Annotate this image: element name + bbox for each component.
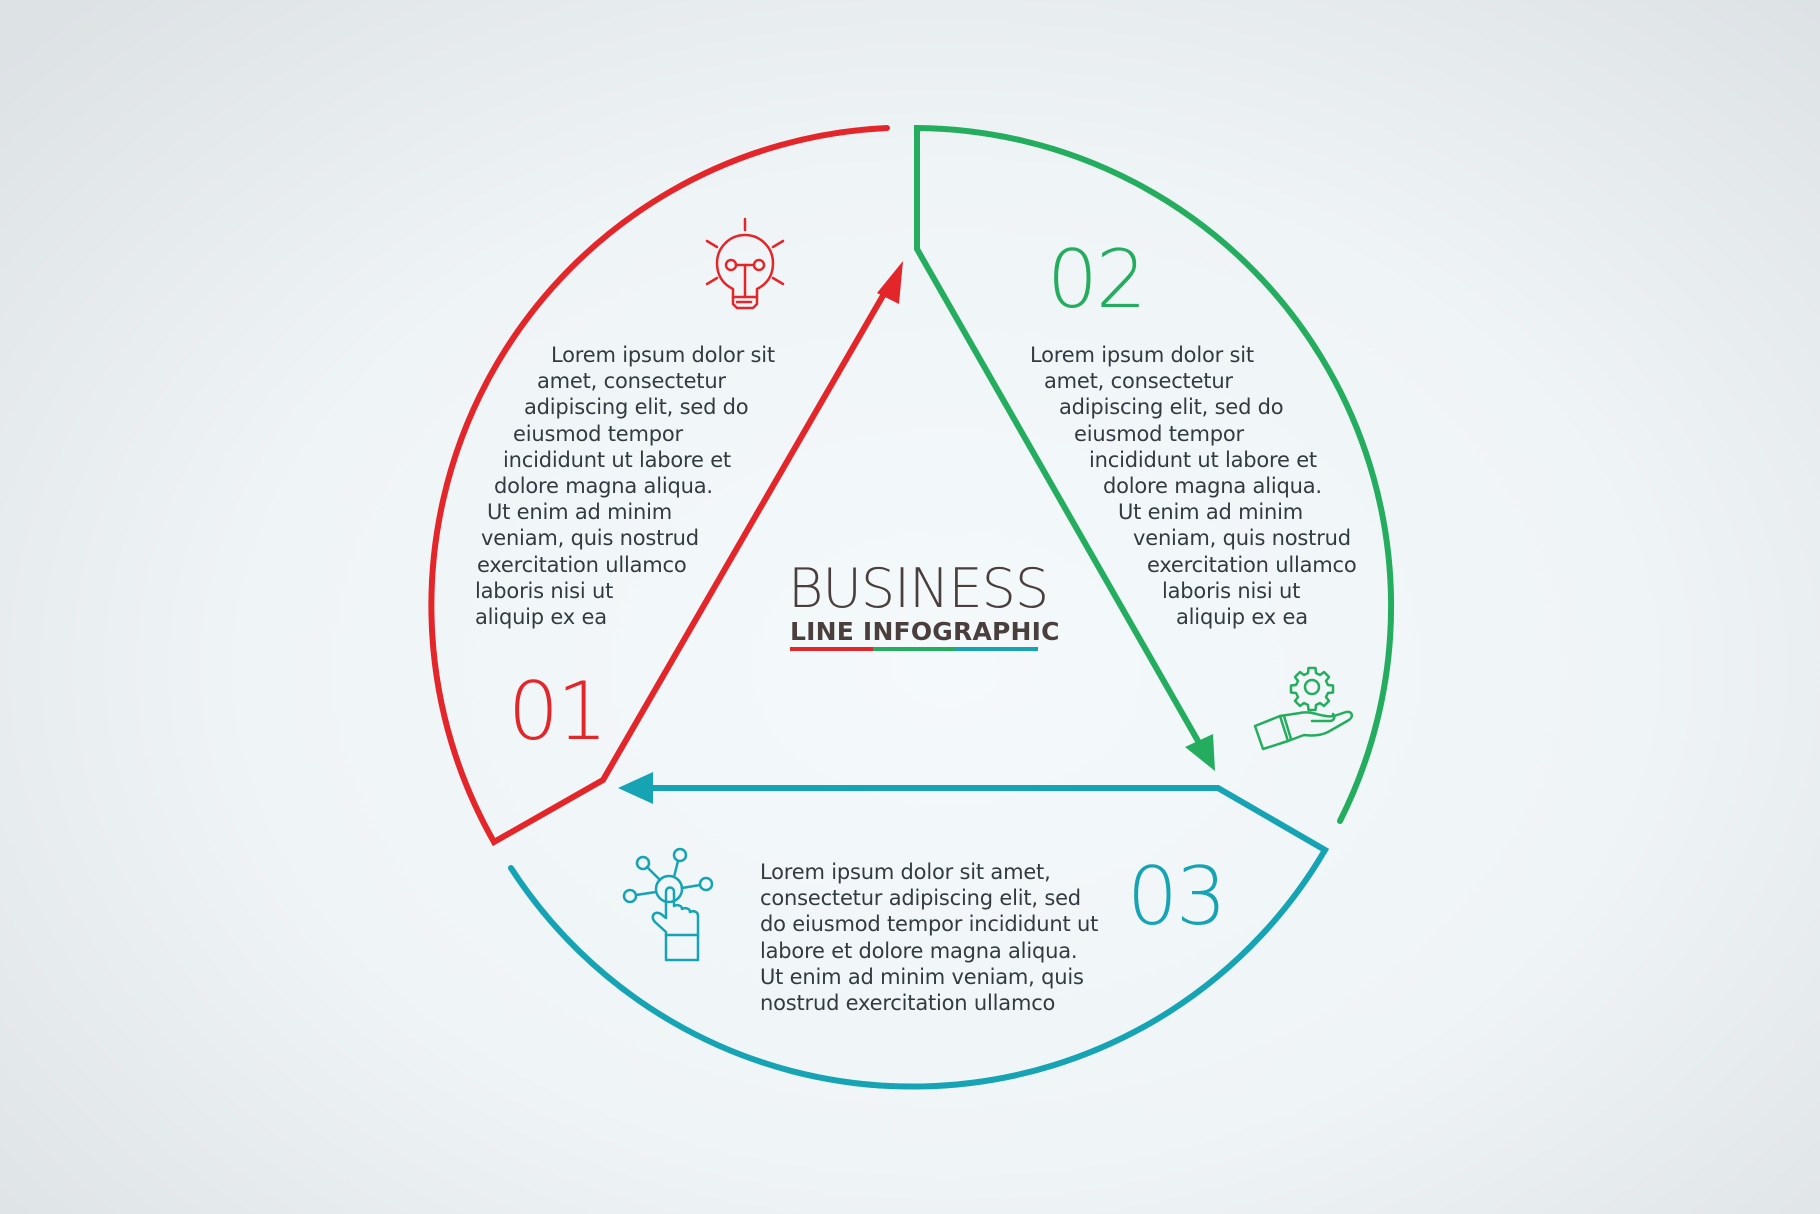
- text-line: Lorem ipsum dolor sit amet,: [760, 860, 1051, 884]
- underline-green: [873, 647, 955, 651]
- underline-teal: [955, 647, 1038, 651]
- step-02-text: Lorem ipsum dolor sit amet, consectetur …: [0, 342, 1357, 630]
- text-line: Lorem ipsum dolor sit: [551, 343, 775, 367]
- title-subtitle: LINE INFOGRAPHIC: [790, 617, 1060, 646]
- text-line: incididunt ut labore et: [1089, 447, 1317, 472]
- text-line: Ut enim ad minim: [1118, 500, 1304, 525]
- text-line: laboris nisi ut: [475, 578, 614, 603]
- text-line: adipiscing elit, sed do: [524, 395, 749, 420]
- text-line: nostrud exercitation ullamco: [760, 991, 1056, 1016]
- segment-01: [428, 125, 895, 847]
- text-line: Ut enim ad minim veniam, quis: [760, 964, 1084, 989]
- step-01-text: Lorem ipsum dolor sit amet, consectetur …: [0, 342, 775, 630]
- text-line: exercitation ullamco: [1147, 552, 1357, 577]
- text-line: Lorem ipsum dolor sit: [1030, 343, 1254, 367]
- text-line: do eiusmod tempor incididunt ut: [760, 912, 1099, 937]
- segment-02: [914, 124, 1395, 824]
- segment-02-outline: [914, 124, 1395, 824]
- step-03-text: Lorem ipsum dolor sit amet, consectetur …: [760, 859, 1098, 1016]
- hand-gear-icon: [1253, 666, 1354, 751]
- text-line: eiusmod tempor: [513, 421, 683, 446]
- text-line: adipiscing elit, sed do: [1059, 395, 1284, 420]
- text-line: Ut enim ad minim: [487, 500, 673, 525]
- arrow-03-head: [618, 772, 653, 804]
- text-line: labore et dolore magna aliqua.: [760, 938, 1078, 963]
- text-line: incididunt ut labore et: [503, 447, 731, 472]
- touch-network-icon: [622, 847, 714, 962]
- segment-01-outline: [428, 125, 895, 847]
- text-line: exercitation ullamco: [477, 552, 687, 577]
- text-line: amet, consectetur: [537, 369, 726, 394]
- lightbulb-icon: [705, 217, 785, 310]
- text-line: veniam, quis nostrud: [1133, 526, 1351, 551]
- segment-03: [508, 785, 1330, 1090]
- underline-red: [790, 647, 873, 651]
- text-line: aliquip ex ea: [475, 605, 607, 630]
- arrow-02-head: [1185, 734, 1215, 771]
- step-01-number: 01: [508, 665, 608, 758]
- text-line: dolore magna aliqua.: [1103, 474, 1322, 499]
- title-main: BUSINESS: [788, 557, 1049, 620]
- text-line: eiusmod tempor: [1074, 421, 1244, 446]
- segment-03-outline: [508, 785, 1330, 1090]
- arrow-01-head: [877, 261, 903, 304]
- text-line: dolore magna aliqua.: [494, 474, 713, 499]
- step-02-number: 02: [1047, 233, 1147, 326]
- text-line: amet, consectetur: [1044, 369, 1233, 394]
- text-line: aliquip ex ea: [1176, 605, 1308, 630]
- text-line: laboris nisi ut: [1162, 578, 1301, 603]
- text-line: consectetur adipiscing elit, sed: [760, 886, 1081, 911]
- step-03-number: 03: [1127, 850, 1227, 943]
- text-line: veniam, quis nostrud: [481, 526, 699, 551]
